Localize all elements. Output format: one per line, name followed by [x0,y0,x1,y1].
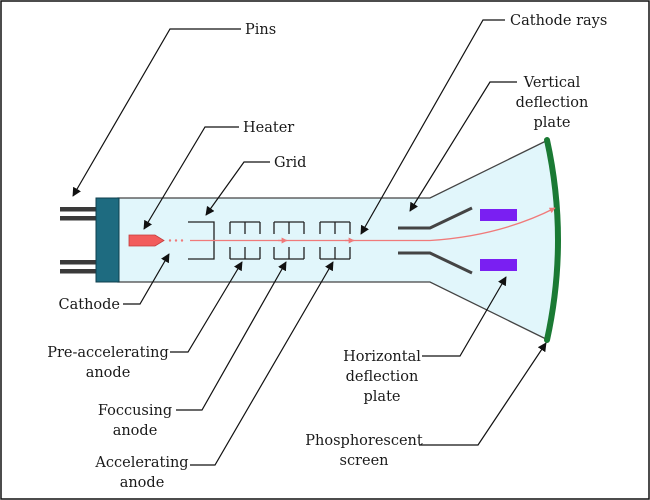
label-vertical-line2: deflection [516,95,589,111]
leader-pins [72,28,241,197]
deflector-lower [398,251,473,275]
leader-cathode [123,253,170,305]
heater-dot [168,239,172,242]
leader-accelerating-anode [190,261,334,466]
vertical-deflection-plate [480,209,517,221]
label-horizontal-line3: plate [364,389,401,405]
leader-vertical-deflection-plate [409,81,517,212]
pin-top-2 [60,216,98,221]
pre-accelerating-anode-shape [229,221,261,260]
pin-bottom-2 [60,269,98,274]
label-cathode-rays: Cathode rays [510,13,607,29]
label-horizontal-line2: deflection [346,369,419,385]
leader-grid [205,161,270,216]
pin-bottom-1 [60,260,98,265]
label-focusing-line1: Foccusing [98,403,172,419]
deflector-upper [398,206,473,230]
pin-top-1 [60,207,98,212]
label-pins: Pins [245,22,276,38]
label-grid: Grid [274,155,306,171]
cathode-emitter [128,234,165,247]
label-accelerating-line2: anode [120,475,165,491]
leader-heater [143,126,239,230]
tube-base [95,197,120,283]
leader-focusing-anode [176,261,287,411]
accelerating-anode-shape [319,221,351,260]
label-pre-accelerating-line1: Pre-accelerating [47,345,169,361]
focusing-anode-shape [273,221,305,260]
label-vertical-line1: Vertical [523,75,581,91]
label-heater: Heater [243,120,294,136]
label-vertical-line3: plate [534,115,571,131]
label-phosphorescent-line1: Phosphorescent [305,433,423,449]
leader-phosphorescent-screen [419,342,547,446]
label-focusing-line2: anode [113,423,158,439]
label-horizontal-line1: Horizontal [343,349,421,365]
heater-dot [180,239,184,242]
leader-cathode-rays [360,19,505,235]
heater-dot [174,239,178,242]
horizontal-deflection-plate [480,259,517,271]
anode-cylinders [229,221,351,260]
phosphorescent-screen [544,137,561,343]
label-pre-accelerating-line2: anode [86,365,131,381]
leader-horizontal-deflection-plate [422,276,507,357]
leader-pre-accelerating-anode [170,261,243,353]
label-phosphorescent-line2: screen [340,453,389,469]
label-accelerating-line1: Accelerating [94,455,188,471]
cathode-ray-beam [190,207,556,242]
label-cathode: Cathode [59,297,121,313]
